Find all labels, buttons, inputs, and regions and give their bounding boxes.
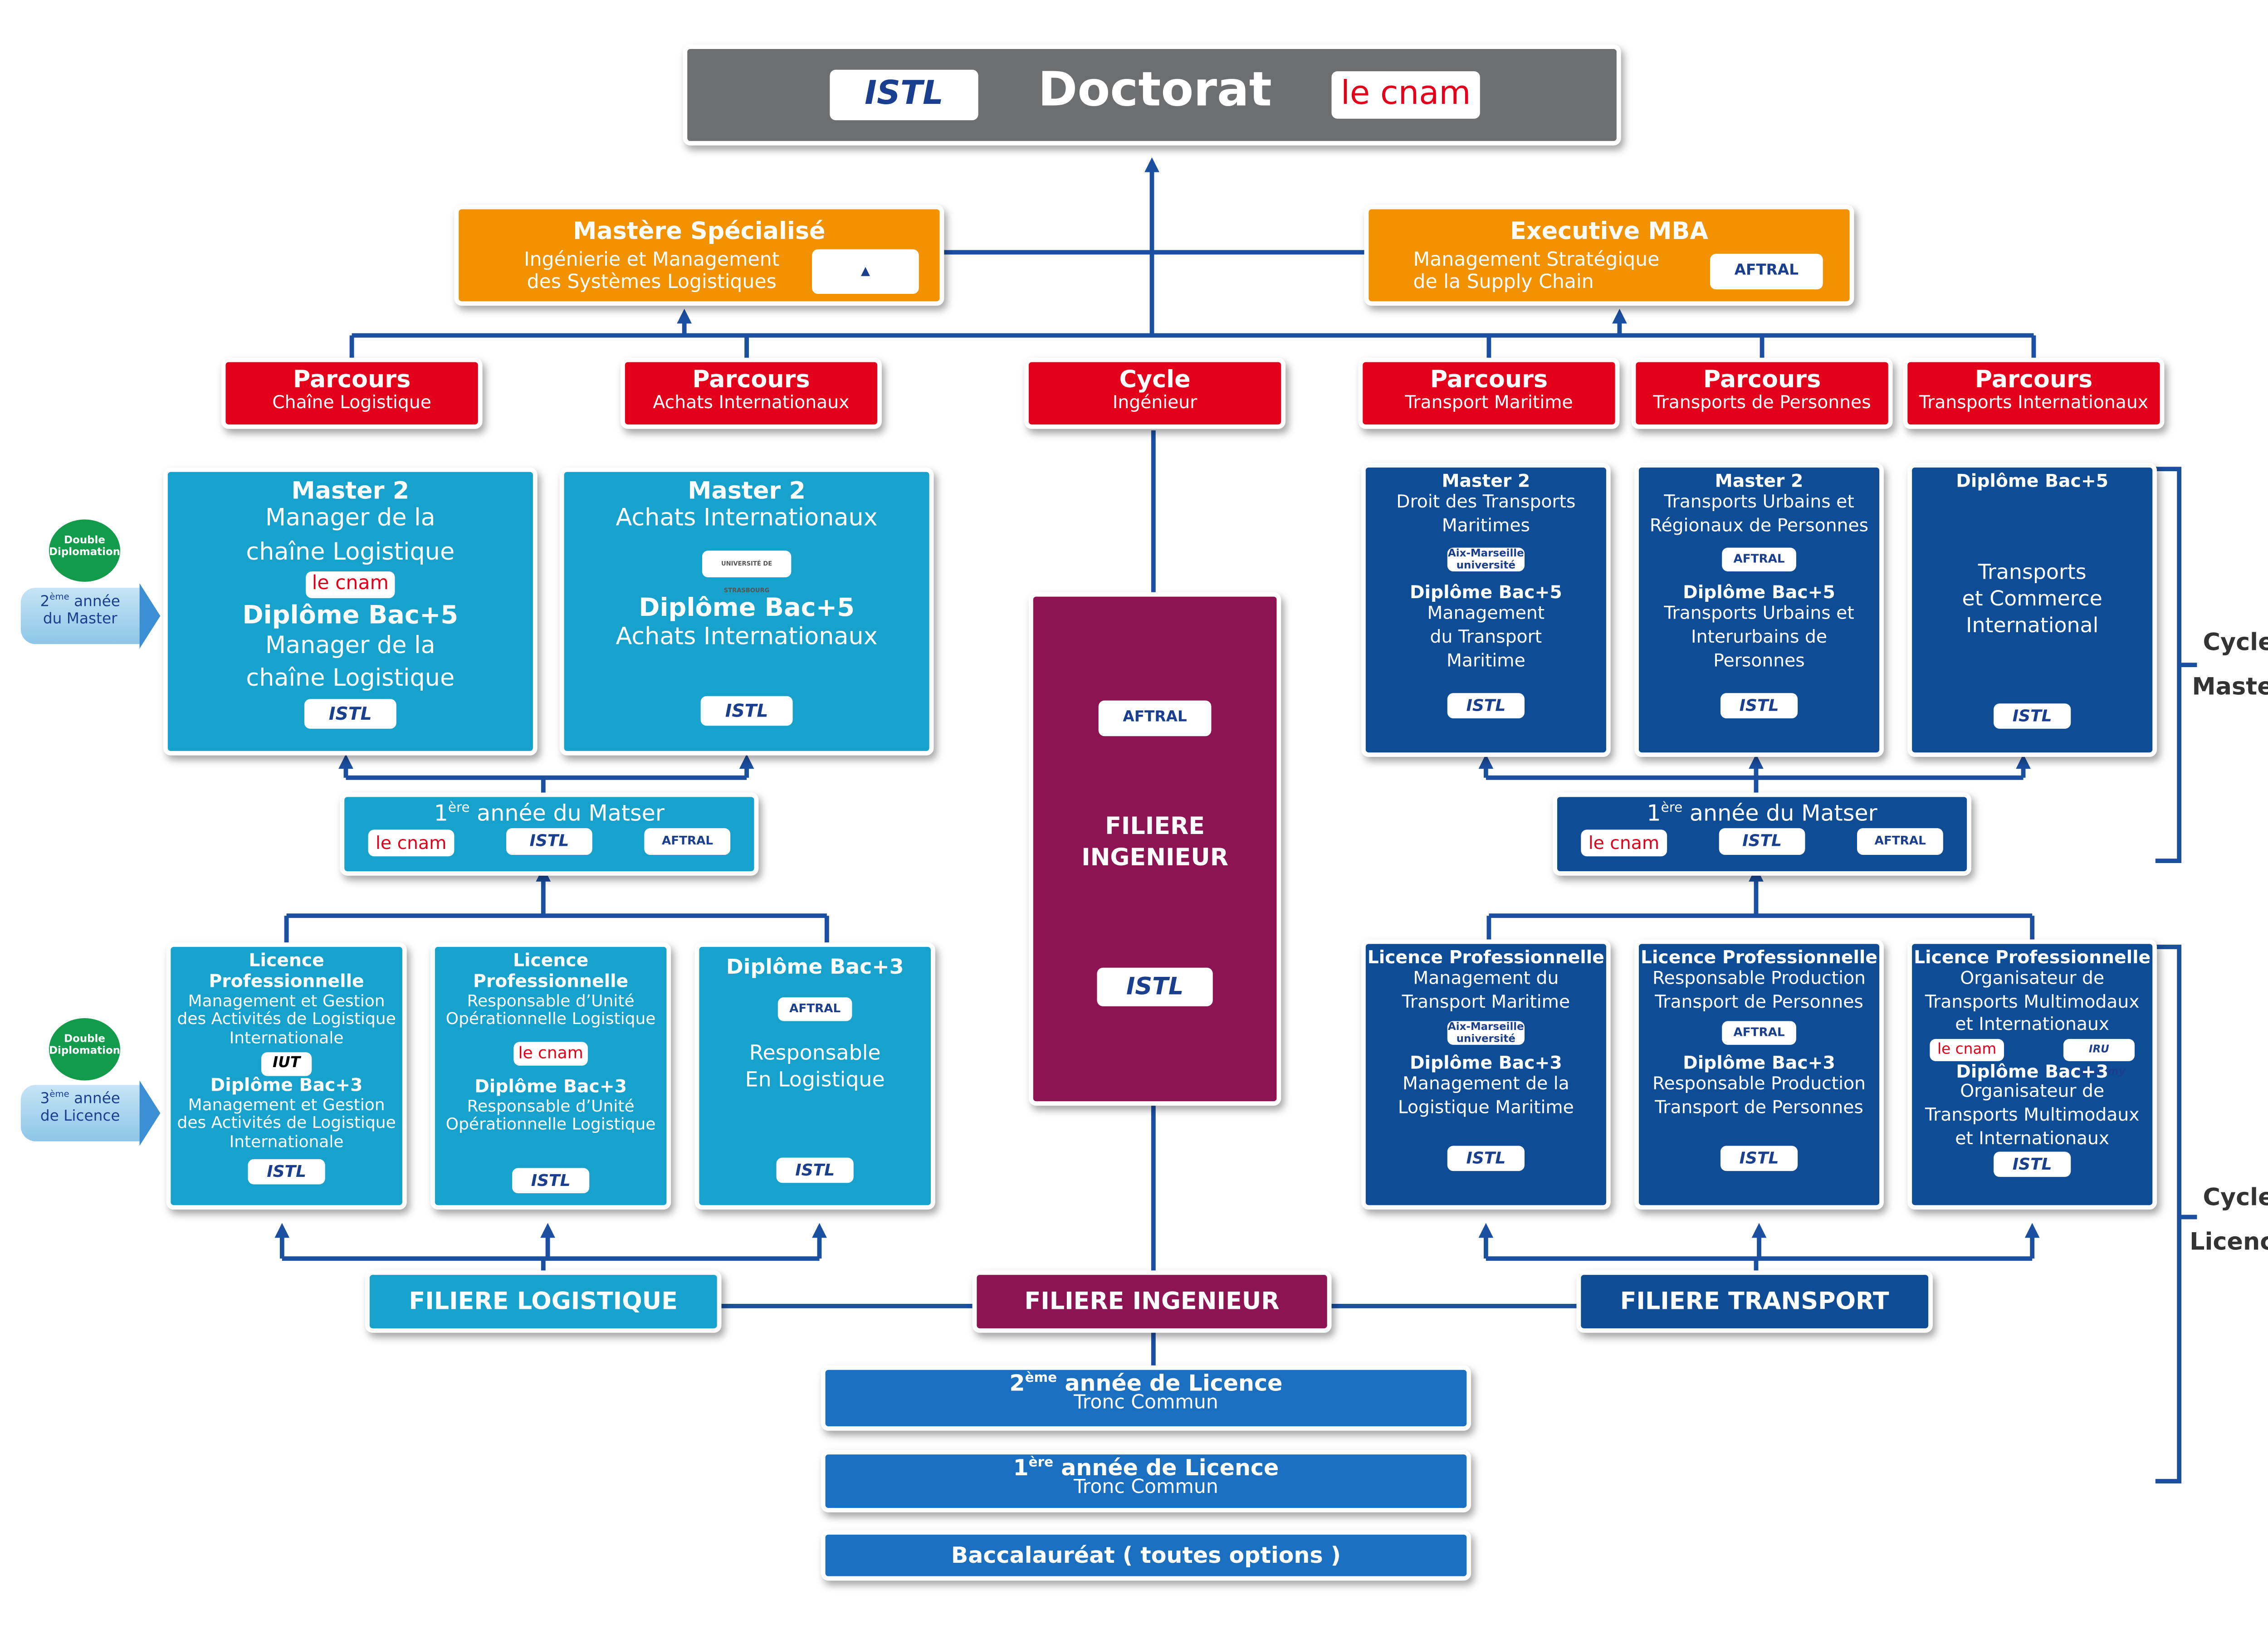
master2-transports-urbains: Master 2 Transports Urbains et Régionaux… [1634,463,1884,757]
licence1-tronc-commun: 1ère année de Licence Tronc Commun [821,1450,1471,1512]
mastere-line1: Ingénierie et Management [524,249,780,272]
filiere-ingenieur-box: AFTRAL FILIERE INGENIEUR ISTL [1028,592,1281,1106]
cycle-licence-label: CycleLicence [2190,1183,2268,1256]
aftral-logo: AFTRAL [644,828,731,855]
parcours-personnes: Parcours Transports de Personnes [1631,357,1893,429]
licence2-tronc-commun: 2ème année de Licence Tronc Commun [821,1365,1471,1431]
filiere-logistique: FILIERE LOGISTIQUE [365,1270,722,1333]
licence-pro-responsable-unite: Licence Professionnelle Responsable d’Un… [430,942,671,1210]
mba-box: Executive MBA Management Stratégique de … [1364,205,1854,306]
strasbourg-logo: UNIVERSITÉ DE STRASBOURG [702,550,792,593]
aftral-logo: AFTRAL [1098,700,1212,737]
master2-droit-transports: Master 2 Droit des Transports Maritimes … [1361,463,1611,757]
istl-logo: ISTL [506,828,592,855]
diplome-bac3-logistique: Diplôme Bac+3 AFTRAL Responsable En Logi… [694,942,935,1210]
amu-logo: Aix-Marseille université [1447,548,1525,572]
mastere-line2: des Systèmes Logistiques [527,271,777,294]
licence-pro-organisateur-transports: Licence Professionnelle Organisateur de … [1907,939,2157,1210]
istl-logo: ISTL [304,698,396,728]
cnam-logo: le cnam [1581,830,1667,857]
istl-logo: ISTL [700,695,793,726]
adress-logo: ▲ [812,249,919,294]
chevron-right-icon [139,1080,161,1146]
cnam-logo: le cnam [1930,1039,2004,1062]
mastere-box: Mastère Spécialisé Ingénierie et Managem… [454,205,944,306]
istl-logo: ISTL [1994,703,2071,729]
licence-pro-responsable-production: Licence Professionnelle Responsable Prod… [1634,939,1884,1210]
parcours-maritime: Parcours Transport Maritime [1358,357,1620,429]
cnam-logo: le cnam [306,571,395,599]
istl-logo: ISTL [776,1158,854,1184]
licence-pro-management-gestion: Licence Professionnelle Management et Ge… [166,942,407,1210]
istl-logo: ISTL [1447,1145,1525,1171]
master2-chaine-logistique: Master 2 Manager de la chaîne Logistique… [163,467,538,756]
istl-logo: ISTL [1720,692,1798,718]
istl-logo: ISTL [1719,828,1805,855]
filiere-transport: FILIERE TRANSPORT [1576,1270,1933,1333]
aftral-logo: AFTRAL [1722,548,1796,572]
cycle-master-label: CycleMaster [2192,628,2268,701]
parcours-internationaux: Parcours Transports Internationaux [1903,357,2165,429]
istl-logo: ISTL [1994,1151,2071,1177]
mba-title: Executive MBA [1510,216,1708,245]
istl-logo: ISTL [512,1168,590,1194]
licence-pro-transport-maritime: Licence Professionnelle Management du Tr… [1361,939,1611,1210]
baccalaureat: Baccalauréat ( toutes options ) [821,1530,1471,1581]
aftral-logo: AFTRAL [1857,828,1944,855]
diplome-bac5-transports-commerce: Diplôme Bac+5 Transports et Commerce Int… [1907,463,2157,757]
istl-logo: ISTL [1097,967,1213,1006]
istl-logo: ISTL [1447,692,1525,718]
tab-2eme-annee-master: 2ème année du Master [20,587,140,644]
istl-logo: ISTL [248,1158,325,1184]
mastere-title: Mastère Spécialisé [573,216,826,245]
chevron-right-icon [139,583,161,649]
annee1-master-right: 1ère année du Matser le cnam ISTL AFTRAL [1553,792,1972,876]
doctorat-box: ISTL Doctorat le cnam [683,44,1621,146]
annee1-master-left: 1ère année du Matser le cnam ISTL AFTRAL [340,792,759,876]
parcours-chaine: Parcours Chaîne Logistique [221,357,483,429]
mba-line2: de la Supply Chain [1413,271,1594,294]
aftral-logo: AFTRAL [777,997,852,1021]
cycle-ingenieur: Cycle Ingénieur [1024,357,1286,429]
filiere-ingenieur: FILIERE INGENIEUR [972,1270,1332,1333]
mba-line1: Management Stratégique [1413,249,1660,272]
tab-3eme-annee-licence: 3ème année de Licence [20,1085,140,1141]
amu-logo: Aix-Marseille université [1447,1021,1525,1046]
istl-logo: ISTL [830,69,978,121]
cnam-logo: le cnam [368,830,455,857]
iru-logo: IRU Academy [2063,1039,2135,1078]
cnam-logo: le cnam [513,1041,588,1066]
istl-logo: ISTL [1720,1145,1798,1171]
doctorat-title: Doctorat [1038,61,1272,117]
cnam-logo: le cnam [1331,71,1480,119]
aftral-logo: AFTRAL [1710,254,1823,290]
iut-logo: IUT [261,1051,312,1076]
parcours-achats: Parcours Achats Internationaux [620,357,882,429]
master2-achats: Master 2 Achats Internationaux UNIVERSIT… [559,467,934,756]
aftral-logo: AFTRAL [1722,1021,1796,1046]
